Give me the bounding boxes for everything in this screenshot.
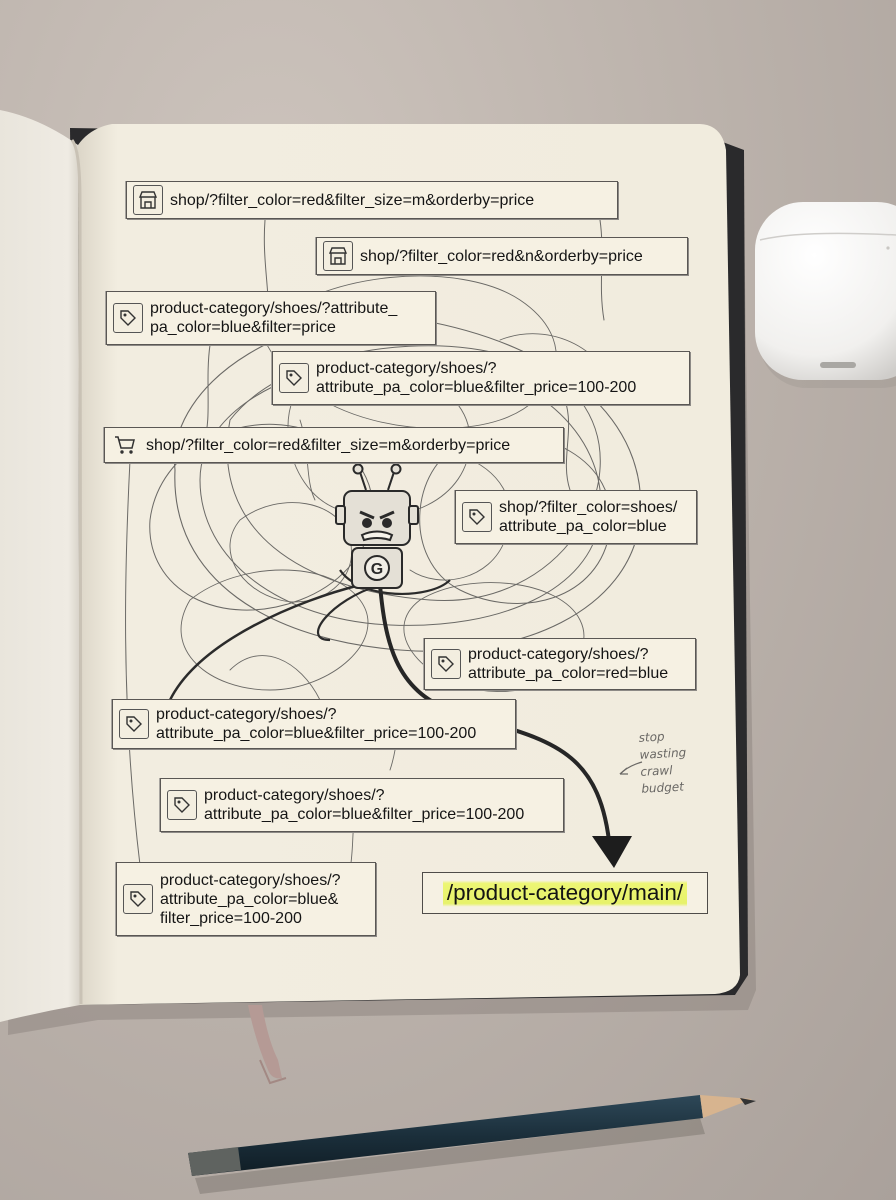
url-text: shop/?filter_color=red&filter_size=m&ord…	[170, 191, 535, 209]
robot-badge: G	[371, 561, 383, 578]
url-box-7: product-category/shoes/? attribute_pa_co…	[424, 638, 696, 690]
tag-icon	[123, 884, 153, 914]
url-text: product-category/shoes/? attribute_pa_co…	[316, 360, 637, 396]
url-box-1: shop/?filter_color=red&filter_size=m&ord…	[126, 181, 618, 219]
cart-icon	[111, 431, 139, 459]
url-text: product-category/shoes/? attribute_pa_co…	[156, 706, 477, 742]
store-icon	[133, 185, 163, 215]
url-box-10: product-category/shoes/? attribute_pa_co…	[116, 862, 376, 936]
pencil	[188, 1095, 756, 1194]
url-box-2: shop/?filter_color=red&n&orderby=price	[316, 237, 688, 275]
url-box-6: shop/?filter_color=shoes/ attribute_pa_c…	[455, 490, 697, 544]
url-box-5: shop/?filter_color=red&filter_size=m&ord…	[104, 427, 564, 463]
url-text: product-category/shoes/?attribute_ pa_co…	[150, 300, 398, 336]
url-box-4: product-category/shoes/? attribute_pa_co…	[272, 351, 690, 405]
tag-icon	[119, 709, 149, 739]
target-url-text: /product-category/main/	[442, 878, 688, 908]
tag-icon	[167, 790, 197, 820]
robot-icon	[335, 463, 419, 589]
url-text: shop/?filter_color=red&filter_size=m&ord…	[146, 436, 511, 454]
store-icon	[323, 241, 353, 271]
url-box-3: product-category/shoes/?attribute_ pa_co…	[106, 291, 436, 345]
tag-icon	[462, 502, 492, 532]
url-box-8: product-category/shoes/? attribute_pa_co…	[112, 699, 516, 749]
target-url-box: /product-category/main/	[422, 872, 708, 914]
tag-icon	[113, 303, 143, 333]
url-text: product-category/shoes/? attribute_pa_co…	[468, 646, 669, 682]
url-box-9: product-category/shoes/? attribute_pa_co…	[160, 778, 564, 832]
tag-icon	[431, 649, 461, 679]
tag-icon	[279, 363, 309, 393]
earbuds-case	[755, 202, 896, 388]
url-text: product-category/shoes/? attribute_pa_co…	[204, 787, 525, 823]
handwritten-note: stop wasting crawl budget	[638, 729, 687, 796]
url-text: shop/?filter_color=shoes/ attribute_pa_c…	[499, 499, 678, 535]
url-text: shop/?filter_color=red&n&orderby=price	[360, 247, 643, 265]
url-text: product-category/shoes/? attribute_pa_co…	[160, 871, 341, 927]
